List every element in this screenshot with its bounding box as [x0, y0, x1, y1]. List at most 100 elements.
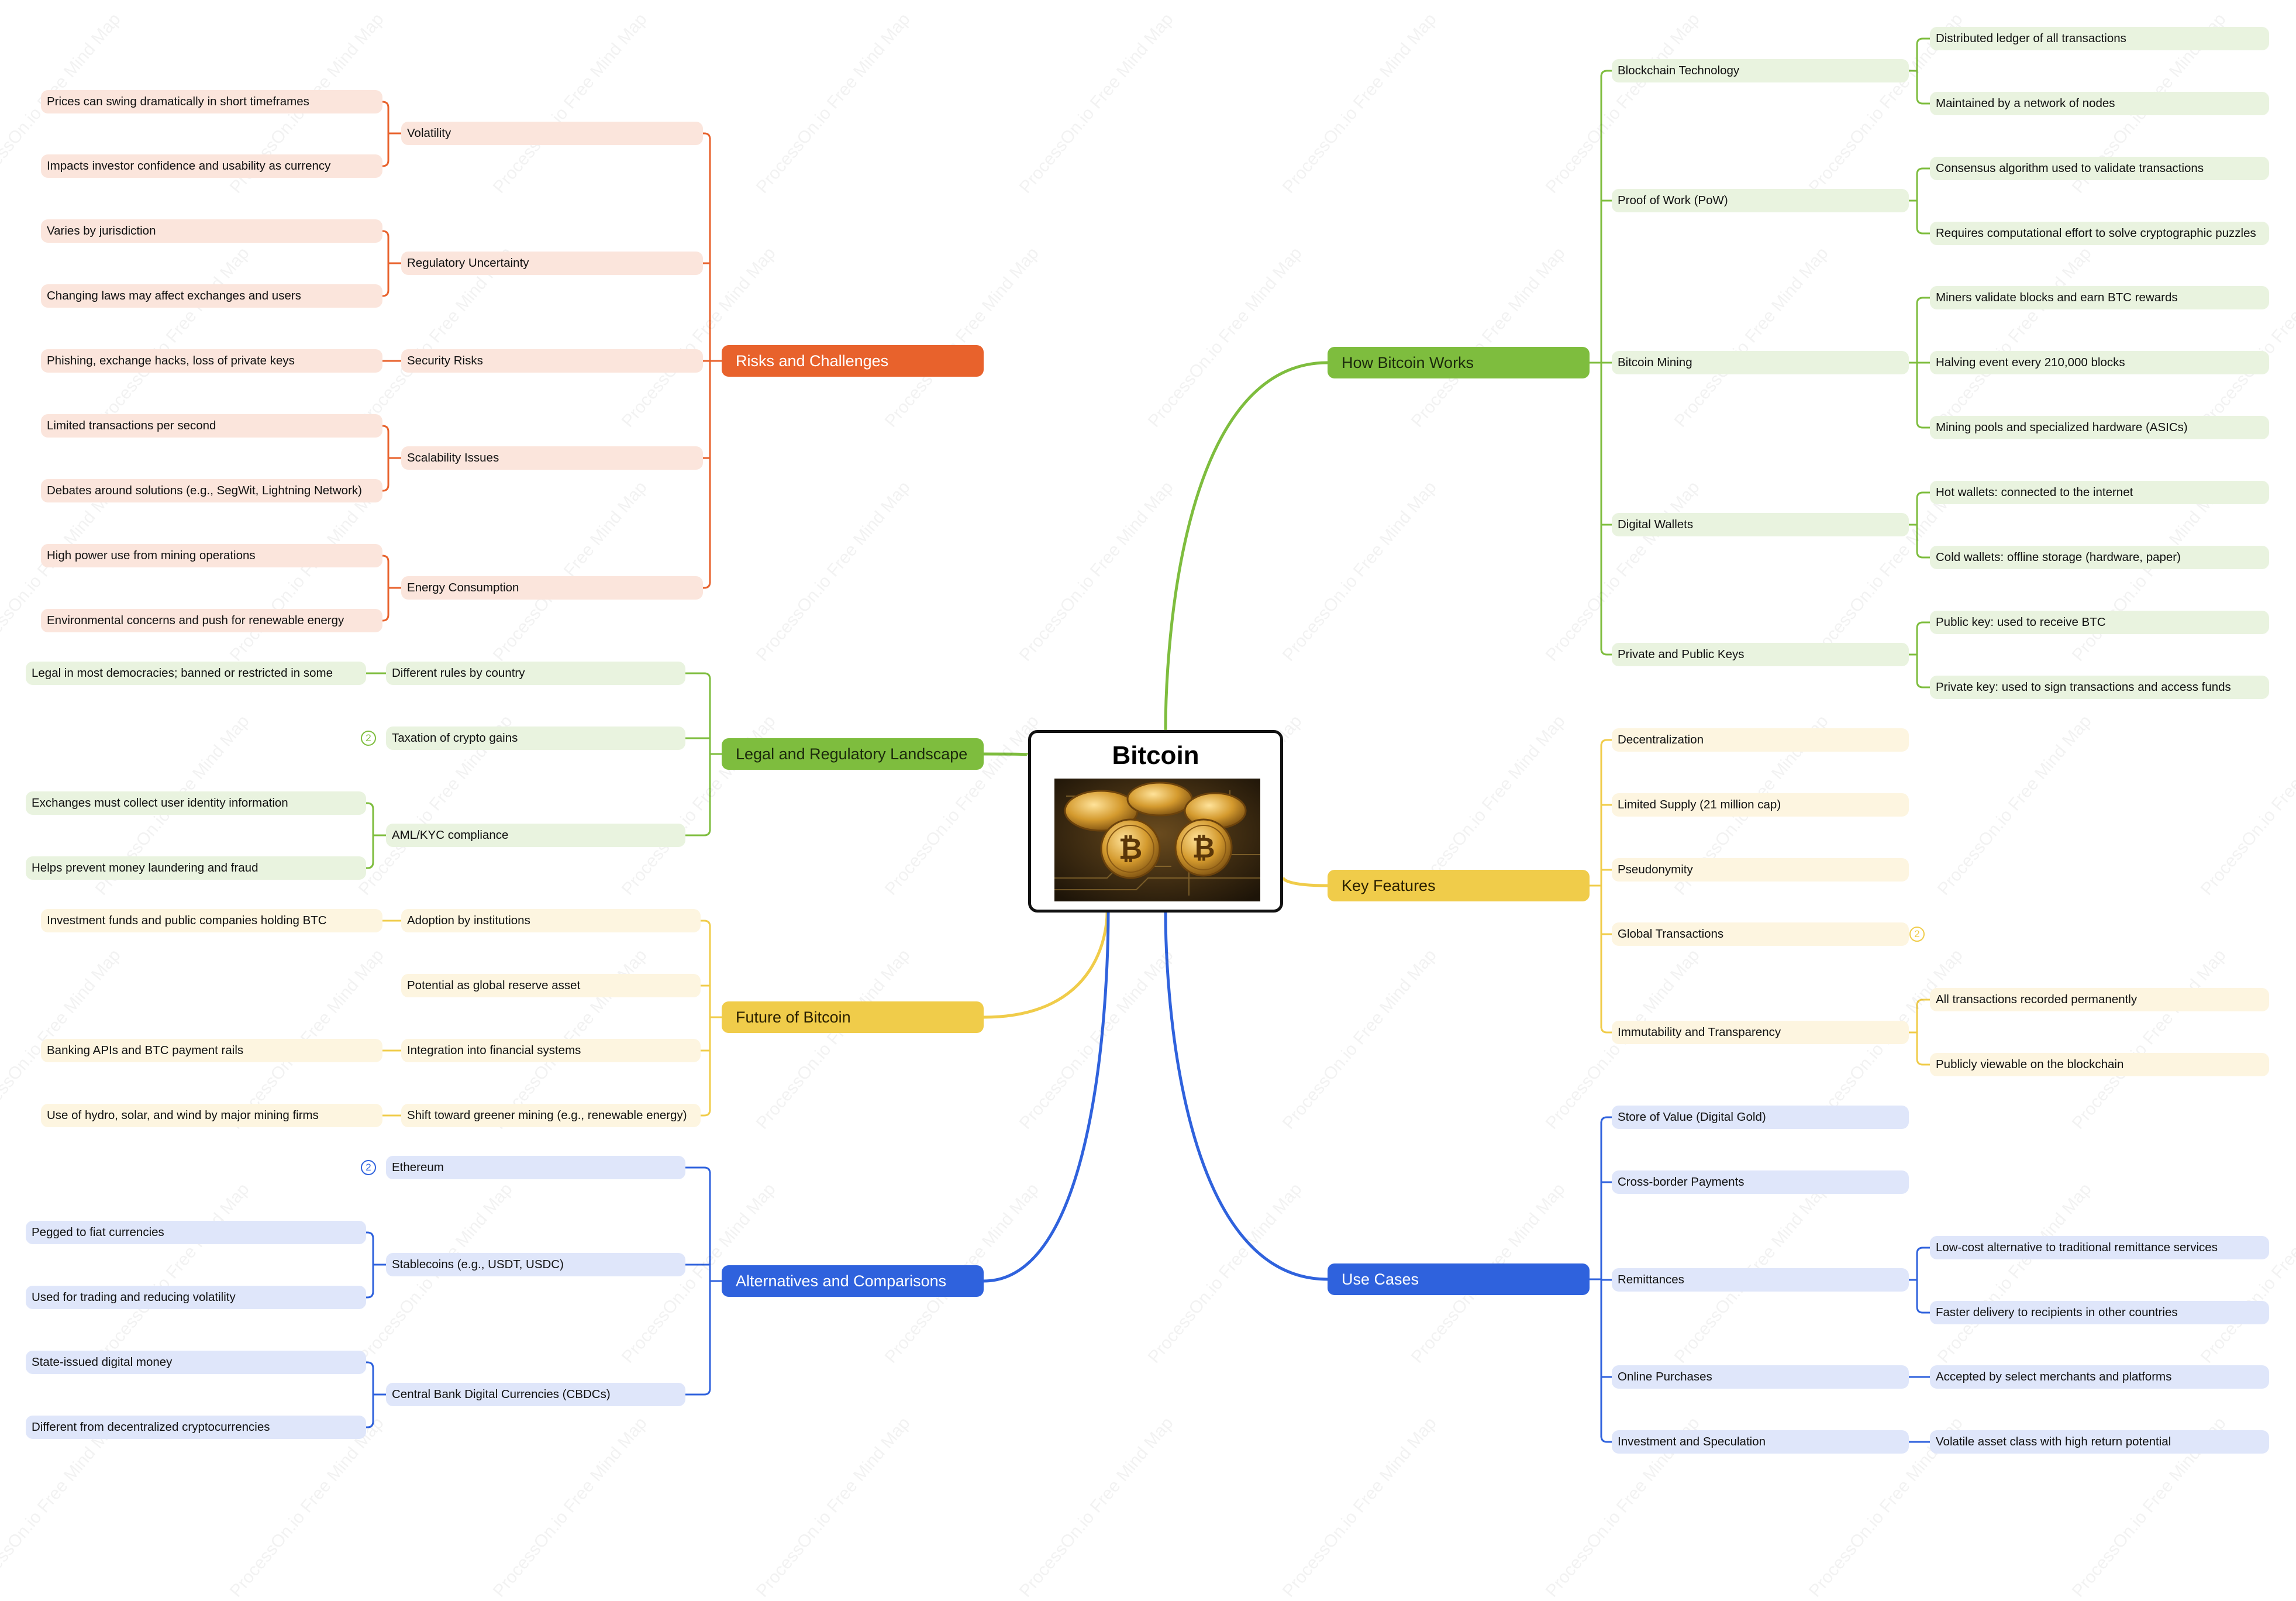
how-leaf-connector [1916, 621, 1930, 655]
how-detail[interactable]: Public key: used to receive BTC [1930, 611, 2269, 634]
how-leaf-connector [1916, 363, 1930, 429]
future-detail[interactable]: Use of hydro, solar, and wind by major m… [41, 1104, 382, 1127]
how-detail[interactable]: Distributed ledger of all transactions [1930, 27, 2269, 50]
risks-detail[interactable]: Limited transactions per second [41, 414, 382, 438]
collapsed-count-badge[interactable]: 2 [1909, 927, 1925, 942]
use-leaf-connector [1916, 1280, 1930, 1314]
collapsed-count-badge[interactable]: 2 [361, 1160, 376, 1175]
risks-leaf-connector [382, 230, 389, 263]
topic-how[interactable]: How Bitcoin Works [1328, 347, 1590, 378]
risks-leaf-connector [382, 425, 389, 458]
features-subtopic[interactable]: Pseudonymity [1612, 858, 1909, 882]
future-subtopic[interactable]: Shift toward greener mining (e.g., renew… [401, 1104, 701, 1127]
how-leaf-connector [1916, 167, 1930, 201]
how-child-connector [1600, 70, 1612, 77]
collapsed-count-badge[interactable]: 2 [361, 731, 376, 746]
connector-lines [366, 37, 1930, 1443]
topic-legal[interactable]: Legal and Regulatory Landscape [722, 738, 984, 770]
risks-detail[interactable]: Impacts investor confidence and usabilit… [41, 154, 382, 178]
use-leaf-connector [1916, 1247, 1930, 1280]
use-detail[interactable]: Faster delivery to recipients in other c… [1930, 1301, 2269, 1324]
use-detail[interactable]: Accepted by select merchants and platfor… [1930, 1365, 2269, 1389]
how-subtopic[interactable]: Private and Public Keys [1612, 643, 1909, 666]
alternatives-detail[interactable]: Pegged to fiat currencies [26, 1221, 366, 1244]
features-subtopic[interactable]: Global Transactions [1612, 922, 1909, 946]
topic-use[interactable]: Use Cases [1328, 1263, 1590, 1295]
how-leaf-connector [1916, 655, 1930, 688]
risks-detail[interactable]: Changing laws may affect exchanges and u… [41, 284, 382, 308]
how-subtopic[interactable]: Proof of Work (PoW) [1612, 189, 1909, 212]
how-detail[interactable]: Cold wallets: offline storage (hardware,… [1930, 546, 2269, 569]
future-child-connector [701, 1109, 711, 1117]
how-detail[interactable]: Miners validate blocks and earn BTC rewa… [1930, 286, 2269, 309]
use-subtopic[interactable]: Store of Value (Digital Gold) [1612, 1106, 1909, 1129]
future-detail[interactable]: Banking APIs and BTC payment rails [41, 1039, 382, 1062]
how-detail[interactable]: Halving event every 210,000 blocks [1930, 351, 2269, 374]
how-subtopic[interactable]: Digital Wallets [1612, 513, 1909, 536]
how-subtopic[interactable]: Blockchain Technology [1612, 59, 1909, 82]
legal-detail[interactable]: Exchanges must collect user identity inf… [26, 791, 366, 815]
risks-detail[interactable]: Varies by jurisdiction [41, 219, 382, 243]
how-subtopic[interactable]: Bitcoin Mining [1612, 351, 1909, 374]
future-subtopic[interactable]: Potential as global reserve asset [401, 974, 701, 997]
how-detail[interactable]: Requires computational effort to solve c… [1930, 222, 2269, 245]
how-detail[interactable]: Private key: used to sign transactions a… [1930, 676, 2269, 699]
use-main-connector [1164, 912, 1328, 1281]
features-detail[interactable]: Publicly viewable on the blockchain [1930, 1053, 2269, 1076]
risks-subtopic[interactable]: Scalability Issues [401, 446, 703, 470]
alternatives-subtopic[interactable]: Central Bank Digital Currencies (CBDCs) [386, 1383, 685, 1406]
features-leaf-connector [1916, 1032, 1930, 1066]
risks-detail[interactable]: Phishing, exchange hacks, loss of privat… [41, 349, 382, 373]
alternatives-leaf-connector [366, 1231, 374, 1265]
how-detail[interactable]: Maintained by a network of nodes [1930, 92, 2269, 115]
features-subtopic[interactable]: Limited Supply (21 million cap) [1612, 793, 1909, 817]
how-detail[interactable]: Mining pools and specialized hardware (A… [1930, 416, 2269, 439]
use-subtopic[interactable]: Online Purchases [1612, 1365, 1909, 1389]
how-detail[interactable]: Consensus algorithm used to validate tra… [1930, 157, 2269, 180]
use-subtopic[interactable]: Cross-border Payments [1612, 1170, 1909, 1194]
future-detail[interactable]: Investment funds and public companies ho… [41, 909, 382, 932]
alternatives-detail[interactable]: Used for trading and reducing volatility [26, 1286, 366, 1309]
alternatives-detail[interactable]: State-issued digital money [26, 1351, 366, 1374]
features-subtopic[interactable]: Immutability and Transparency [1612, 1021, 1909, 1044]
how-detail[interactable]: Hot wallets: connected to the internet [1930, 481, 2269, 504]
future-subtopic[interactable]: Integration into financial systems [401, 1039, 701, 1062]
risks-detail[interactable]: Environmental concerns and push for rene… [41, 609, 382, 632]
risks-detail[interactable]: High power use from mining operations [41, 544, 382, 567]
risks-subtopic[interactable]: Regulatory Uncertainty [401, 252, 703, 275]
alternatives-subtopic[interactable]: Ethereum [386, 1156, 685, 1179]
features-leaf-connector [1916, 999, 1930, 1032]
topic-alternatives[interactable]: Alternatives and Comparisons [722, 1265, 984, 1297]
legal-detail[interactable]: Legal in most democracies; banned or res… [26, 662, 366, 685]
central-topic[interactable]: Bitcoin [1028, 730, 1283, 913]
use-subtopic[interactable]: Remittances [1612, 1268, 1909, 1292]
risks-subtopic[interactable]: Security Risks [401, 349, 703, 373]
future-child-connector [701, 920, 711, 927]
how-leaf-connector [1916, 491, 1930, 525]
risks-detail[interactable]: Debates around solutions (e.g., SegWit, … [41, 479, 382, 502]
legal-main-connector [983, 752, 1030, 756]
features-subtopic[interactable]: Decentralization [1612, 728, 1909, 752]
legal-subtopic[interactable]: Taxation of crypto gains [386, 727, 685, 750]
alternatives-leaf-connector [366, 1265, 374, 1299]
topic-risks[interactable]: Risks and Challenges [722, 345, 984, 377]
features-detail[interactable]: All transactions recorded permanently [1930, 988, 2269, 1011]
topic-features[interactable]: Key Features [1328, 870, 1590, 901]
risks-subtopic[interactable]: Volatility [401, 122, 703, 145]
future-subtopic[interactable]: Adoption by institutions [401, 909, 701, 932]
use-subtopic[interactable]: Investment and Speculation [1612, 1430, 1909, 1454]
risks-leaf-connector [382, 588, 389, 622]
risks-detail[interactable]: Prices can swing dramatically in short t… [41, 90, 382, 113]
topic-future[interactable]: Future of Bitcoin [722, 1001, 984, 1033]
use-detail[interactable]: Low-cost alternative to traditional remi… [1930, 1236, 2269, 1259]
legal-subtopic[interactable]: AML/KYC compliance [386, 824, 685, 847]
risks-leaf-connector [382, 133, 389, 167]
legal-leaf-connector [366, 802, 374, 835]
legal-detail[interactable]: Helps prevent money laundering and fraud [26, 856, 366, 880]
legal-subtopic[interactable]: Different rules by country [386, 662, 685, 685]
risks-subtopic[interactable]: Energy Consumption [401, 576, 703, 600]
use-detail[interactable]: Volatile asset class with high return po… [1930, 1430, 2269, 1454]
alternatives-subtopic[interactable]: Stablecoins (e.g., USDT, USDC) [386, 1253, 685, 1276]
alternatives-detail[interactable]: Different from decentralized cryptocurre… [26, 1416, 366, 1439]
alternatives-leaf-connector [366, 1395, 374, 1428]
